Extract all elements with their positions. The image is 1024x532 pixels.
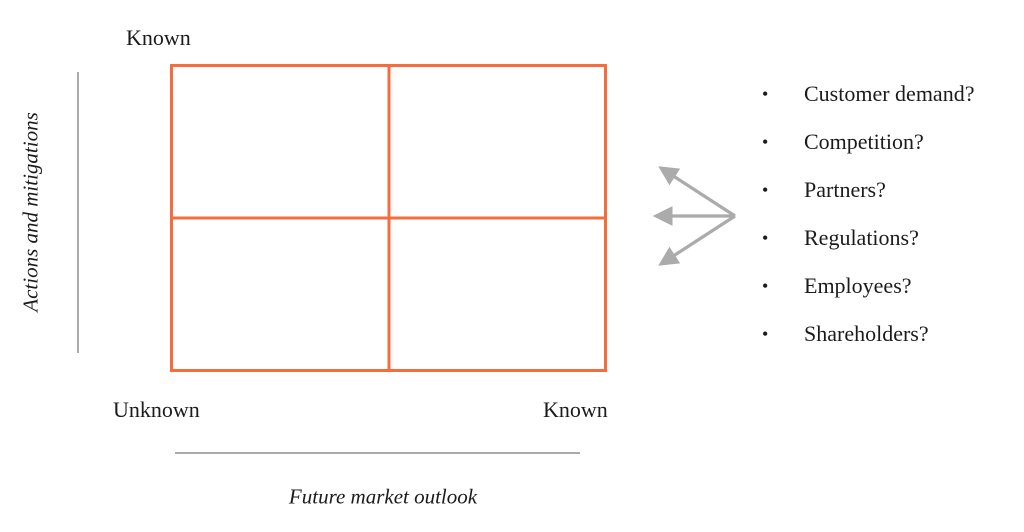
x-axis-left-tick-label: Unknown	[113, 397, 200, 422]
quadrant-bottom-left	[173, 218, 389, 369]
list-item-label: Regulations?	[804, 225, 919, 250]
x-axis-title: Future market outlook	[288, 484, 478, 509]
y-axis-top-tick-label: Known	[126, 25, 191, 50]
list-item: • Partners?	[758, 166, 974, 214]
quadrant-top-left	[173, 67, 389, 218]
two-by-two-matrix	[170, 64, 607, 372]
x-axis-right-tick-label: Known	[543, 397, 608, 422]
bullet-icon: •	[762, 83, 769, 104]
list-item-label: Shareholders?	[804, 321, 929, 346]
x-axis-line	[175, 452, 580, 454]
bullet-icon: •	[762, 131, 769, 152]
list-item: • Employees?	[758, 262, 974, 310]
list-item: • Shareholders?	[758, 310, 974, 358]
bullet-icon: •	[762, 227, 769, 248]
quadrant-top-right	[389, 67, 605, 218]
bullet-icon: •	[762, 323, 769, 344]
fan-out-arrows-icon	[652, 166, 736, 266]
uncertainties-list: • Customer demand? • Competition? • Part…	[758, 70, 974, 358]
quadrant-bottom-right	[389, 218, 605, 369]
list-item: • Customer demand?	[758, 70, 974, 118]
list-item: • Competition?	[758, 118, 974, 166]
y-axis-line	[77, 72, 79, 353]
list-item-label: Employees?	[804, 273, 912, 298]
list-item-label: Partners?	[804, 177, 886, 202]
list-item-label: Customer demand?	[804, 81, 975, 106]
y-axis-title: Actions and mitigations	[18, 112, 43, 312]
bullet-icon: •	[762, 275, 769, 296]
list-item-label: Competition?	[804, 129, 924, 154]
bullet-icon: •	[762, 179, 769, 200]
list-item: • Regulations?	[758, 214, 974, 262]
matrix-horizontal-divider	[173, 216, 604, 220]
